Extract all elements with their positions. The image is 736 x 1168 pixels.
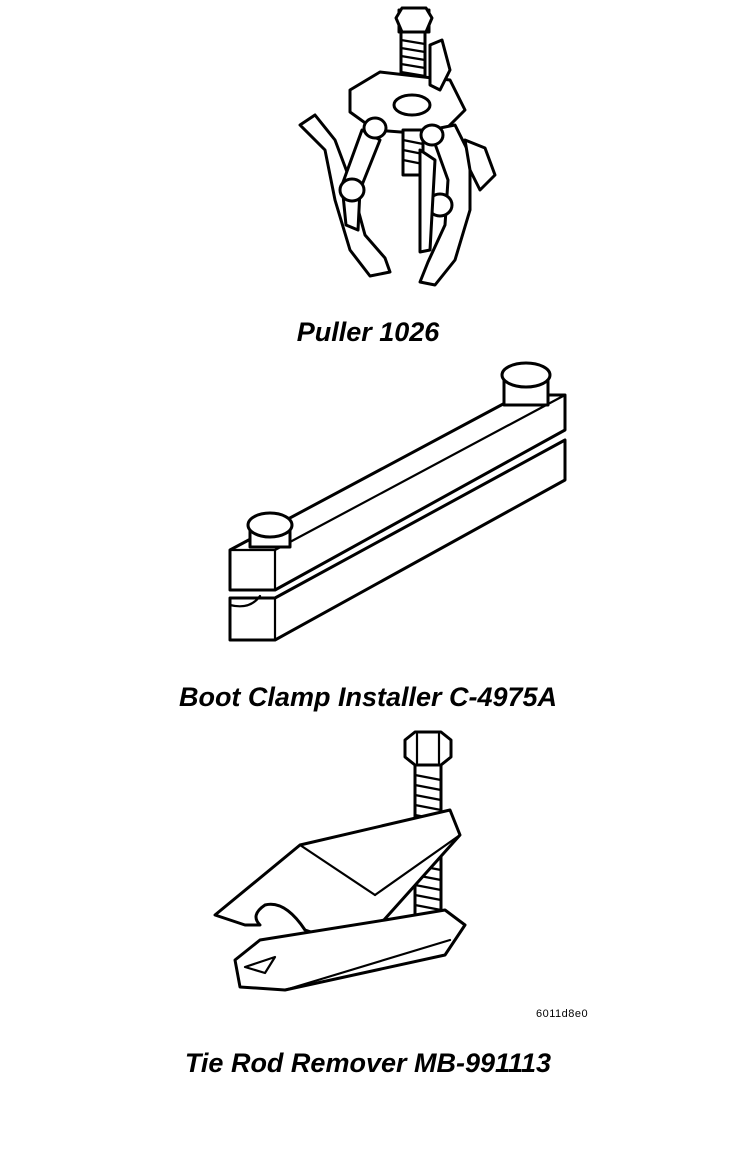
tool-caption-tie-rod-remover: Tie Rod Remover MB-991113 <box>184 1048 552 1078</box>
tool-caption-boot-clamp-installer: Boot Clamp Installer C-4975A <box>178 682 558 712</box>
boot-clamp-installer-illustration <box>228 361 567 642</box>
puller-illustration <box>298 6 497 287</box>
figure-code: 6011d8e0 <box>536 1008 589 1020</box>
tool-caption-puller: Puller 1026 <box>296 317 440 347</box>
tie-rod-remover-illustration <box>213 730 467 992</box>
